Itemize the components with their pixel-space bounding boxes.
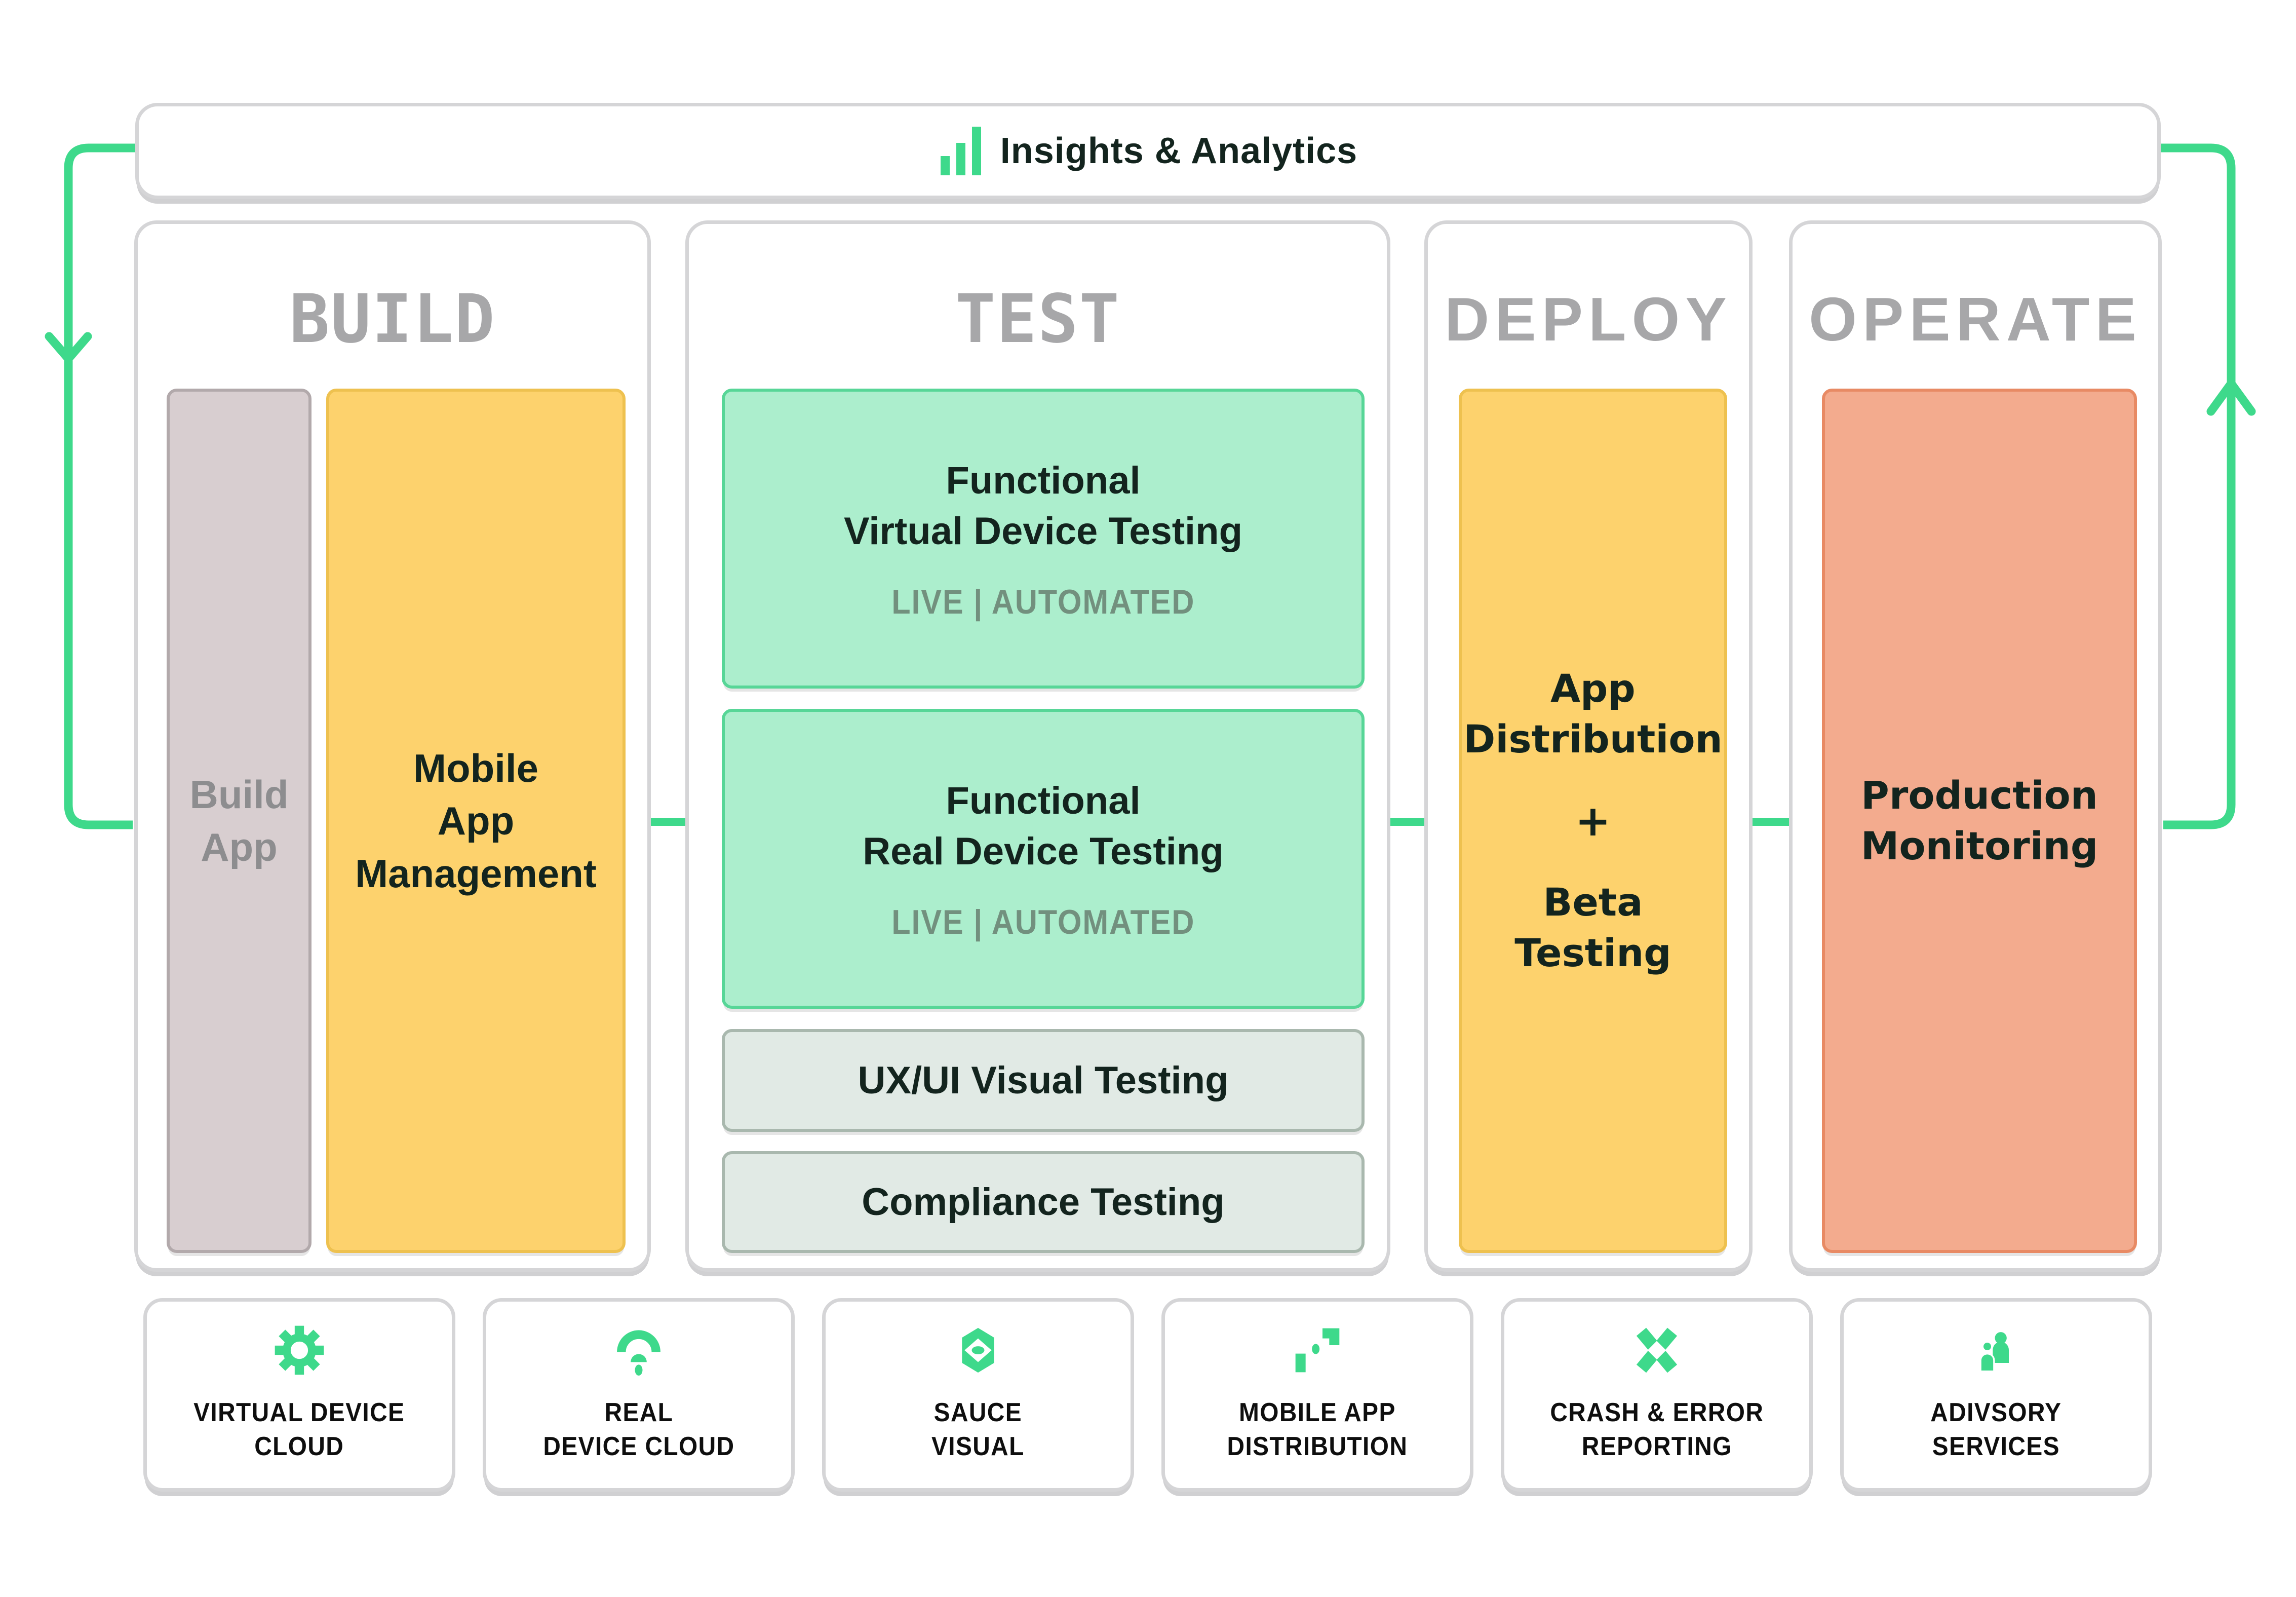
mobile-app-management-box: Mobile App Management xyxy=(326,389,626,1253)
service-card-label: CRASH & ERROR xyxy=(1550,1398,1764,1427)
right-loop-line xyxy=(2161,143,2236,829)
box-title-line: Real Device Testing xyxy=(863,830,1224,873)
service-card-label: REAL xyxy=(604,1398,673,1427)
ux-ui-visual-testing-box: UX/UI Visual Testing xyxy=(722,1029,1365,1132)
people-icon xyxy=(1971,1325,2021,1376)
production-monitoring-label: Production xyxy=(1861,773,2098,818)
distribution-blocks-icon xyxy=(1292,1325,1343,1376)
functional-virtual-device-testing-box: Functional Virtual Device Testing LIVE |… xyxy=(722,389,1365,689)
operate-column-header: OPERATE xyxy=(1809,285,2142,354)
up-arrowhead-icon xyxy=(2206,376,2256,416)
production-monitoring-box: Production Monitoring xyxy=(1822,389,2137,1253)
functional-real-device-testing-box: Functional Real Device Testing LIVE | AU… xyxy=(722,709,1365,1009)
production-monitoring-label: Monitoring xyxy=(1860,823,2098,868)
mobile-app-management-label: Management xyxy=(355,851,597,896)
beta-testing-label: Beta xyxy=(1543,880,1643,925)
box-title-line: Functional xyxy=(946,779,1141,822)
box-title-line: Virtual Device Testing xyxy=(843,510,1242,553)
wifi-signal-icon xyxy=(613,1325,664,1376)
build-column-header: BUILD xyxy=(289,280,496,358)
beta-testing-label: Testing xyxy=(1514,930,1671,975)
live-automated-label: LIVE | AUTOMATED xyxy=(891,583,1195,621)
test-column-header: TEST xyxy=(955,280,1120,358)
service-card-label: REPORTING xyxy=(1581,1432,1732,1461)
box-title-line: Functional xyxy=(946,459,1141,502)
operate-column: OPERATE Production Monitoring xyxy=(1789,220,2162,1272)
service-card-mobile-app-distribution: MOBILE APP DISTRIBUTION xyxy=(1161,1298,1473,1492)
build-app-label: App xyxy=(201,825,278,869)
build-app-label: Build xyxy=(189,772,289,817)
service-card-virtual-device-cloud: VIRTUAL DEVICE CLOUD xyxy=(143,1298,455,1492)
down-arrowhead-icon xyxy=(45,332,92,366)
box-title-line: UX/UI Visual Testing xyxy=(858,1058,1229,1102)
plus-sign: + xyxy=(1575,796,1611,846)
service-card-advisory-services: ADIVSORY SERVICES xyxy=(1840,1298,2152,1492)
service-card-real-device-cloud: REAL DEVICE CLOUD xyxy=(483,1298,795,1492)
box-title-line: Compliance Testing xyxy=(862,1180,1225,1224)
service-card-crash-error-reporting: CRASH & ERROR REPORTING xyxy=(1501,1298,1813,1492)
insights-analytics-bar: Insights & Analytics xyxy=(135,103,2161,199)
service-card-label: SERVICES xyxy=(1932,1432,2060,1461)
service-card-label: SAUCE xyxy=(933,1398,1023,1427)
app-distribution-beta-testing-box: App Distribution + Beta Testing xyxy=(1459,389,1727,1253)
deploy-column-header: DEPLOY xyxy=(1445,285,1732,354)
service-card-sauce-visual: SAUCE VISUAL xyxy=(822,1298,1134,1492)
service-card-label: VISUAL xyxy=(931,1432,1025,1461)
crash-x-icon xyxy=(1631,1325,1682,1376)
mobile-app-management-label: Mobile xyxy=(413,746,538,790)
service-card-label: MOBILE APP xyxy=(1239,1398,1396,1427)
gear-icon xyxy=(274,1325,325,1376)
app-distribution-label: Distribution xyxy=(1463,716,1723,762)
live-automated-label: LIVE | AUTOMATED xyxy=(891,903,1195,941)
build-app-box: Build App xyxy=(167,389,312,1253)
hexagon-eye-icon xyxy=(953,1325,1003,1376)
bar-chart-icon xyxy=(939,127,985,175)
mobile-app-management-label: App xyxy=(437,799,515,843)
service-card-label: DEVICE CLOUD xyxy=(542,1432,735,1461)
app-distribution-label: App xyxy=(1550,666,1636,711)
left-loop-line xyxy=(64,143,135,829)
service-card-label: DISTRIBUTION xyxy=(1227,1432,1408,1461)
deploy-column: DEPLOY App Distribution + Beta Testing xyxy=(1424,220,1753,1272)
test-column: TEST Functional Virtual Device Testing L… xyxy=(685,220,1390,1272)
service-card-label: CLOUD xyxy=(254,1432,344,1461)
service-card-label: VIRTUAL DEVICE xyxy=(193,1398,405,1427)
build-column: BUILD Build App Mobile App Management xyxy=(134,220,651,1272)
compliance-testing-box: Compliance Testing xyxy=(722,1151,1365,1253)
insights-title: Insights & Analytics xyxy=(1000,131,1358,171)
service-card-label: ADIVSORY xyxy=(1930,1398,2062,1427)
